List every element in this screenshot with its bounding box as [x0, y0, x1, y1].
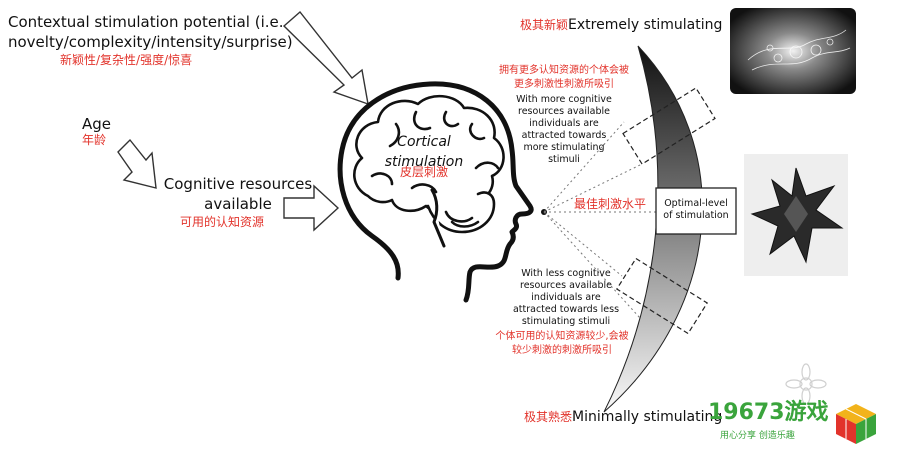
cortical-stimulation-label: Cortical stimulation	[384, 134, 464, 170]
minimally-stimulating-heading-en: Minimally stimulating	[572, 409, 723, 425]
arrow-cognitive-to-head	[283, 184, 340, 232]
watermark-cube-icon	[836, 404, 876, 444]
extremely-stimulating-heading: 极其新颖Extremely stimulating	[520, 14, 722, 33]
head-silhouette	[337, 81, 534, 303]
dashed-box-bottom	[616, 257, 708, 335]
cortical-stimulation-label-zh: 皮层刺激	[400, 165, 449, 179]
cognitive-resources-label-zh: 可用的认知资源	[180, 215, 265, 229]
star-polyhedron-image	[744, 154, 848, 276]
optimal-level-label-zh: 最佳刺激水平	[574, 197, 647, 211]
more-resources-text: With more cognitive resources available …	[516, 94, 612, 165]
watermark-brand: 19673游戏	[708, 400, 829, 425]
minimally-stimulating-heading: 极其熟悉Minimally stimulating	[524, 406, 722, 425]
less-resources-text: With less cognitive resources available …	[512, 268, 620, 327]
fractal-image	[730, 8, 856, 94]
contextual-stimulation-label-zh: 新颖性/复杂性/强度/惊喜	[60, 53, 193, 67]
less-resources-text-zh: 个体可用的认知资源较少,会被较少刺激的刺激所吸引	[495, 331, 629, 356]
cognitive-resources-label: Cognitive resources available	[163, 175, 313, 213]
more-resources-text-zh: 拥有更多认知资源的个体会被更多刺激性刺激所吸引	[499, 65, 629, 90]
stimulation-gradient-lens	[603, 45, 703, 413]
arrow-contextual-to-head	[282, 10, 369, 106]
extremely-stimulating-heading-en: Extremely stimulating	[568, 17, 723, 33]
watermark-flower-icon	[785, 363, 827, 405]
age-label-zh: 年龄	[82, 133, 107, 147]
arrow-age-to-cognitive	[117, 138, 157, 189]
focus-point	[541, 121, 656, 319]
extremely-stimulating-heading-zh: 极其新颖	[520, 18, 569, 32]
contextual-stimulation-label: Contextual stimulation potential (i.e. n…	[8, 13, 293, 51]
watermark-slogan: 用心分享 创造乐趣	[720, 431, 795, 441]
age-label: Age	[82, 115, 112, 133]
dashed-box-top	[622, 87, 716, 165]
optimal-level-box	[655, 187, 737, 235]
optimal-level-label: Optimal-level of stimulation	[663, 198, 729, 221]
minimally-stimulating-heading-zh: 极其熟悉	[524, 410, 573, 424]
brain-illustration	[353, 94, 505, 248]
